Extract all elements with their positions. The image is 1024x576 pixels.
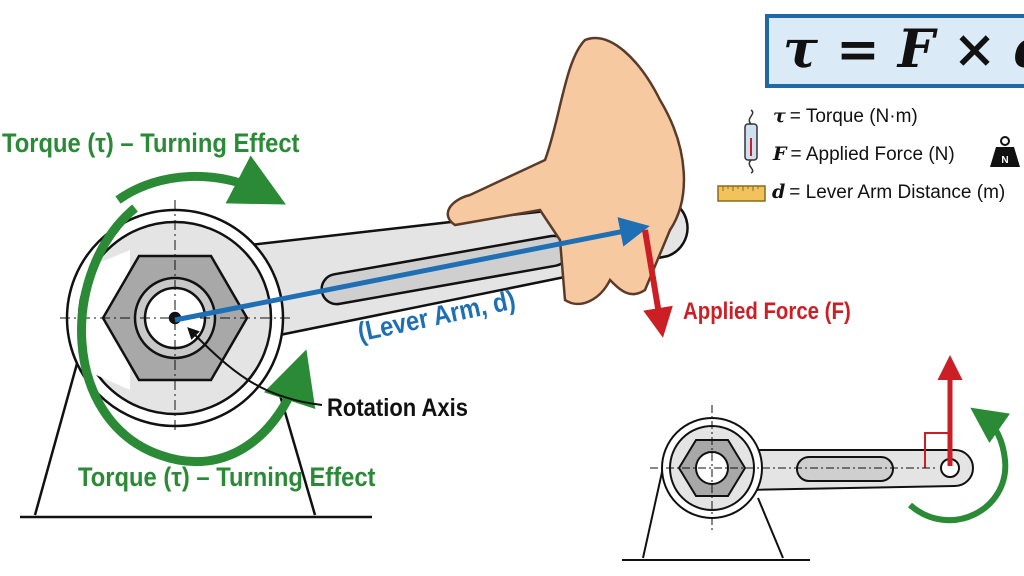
applied-force-label: Applied Force (F)	[683, 298, 851, 325]
legend-symbol: F	[773, 143, 787, 165]
torque-formula: τ = F × d	[783, 19, 1024, 80]
legend-distance: d = Lever Arm Distance (m)	[772, 180, 1005, 204]
lever-arm-arrow	[174, 217, 650, 323]
torque-label-bottom: Torque (τ) – Turning Effect	[78, 462, 376, 492]
rotation-axis-pointer	[187, 327, 323, 406]
legend-text: = Torque (N·m)	[789, 106, 918, 127]
legend-symbol: d	[772, 181, 786, 203]
spring-scale-icon	[744, 109, 758, 174]
formula-box: τ = F × d	[765, 14, 1024, 88]
legend-force: F = Applied Force (N)	[773, 142, 955, 166]
legend-symbol: τ	[773, 105, 786, 127]
torque-arrow-main	[77, 204, 316, 467]
small-wrench-diagram	[622, 405, 974, 561]
legend-text: = Applied Force (N)	[790, 144, 955, 165]
small-torque-arrow	[908, 407, 1011, 524]
support-stand	[20, 359, 372, 519]
legend-text: = Lever Arm Distance (m)	[789, 182, 1006, 203]
torque-arrow-top	[115, 155, 286, 205]
ruler-icon	[717, 185, 766, 202]
weight-icon-label: N	[1001, 155, 1008, 166]
rotation-axis-label: Rotation Axis	[327, 394, 468, 422]
legend-torque: τ = Torque (N·m)	[773, 104, 918, 128]
applied-force-arrow	[642, 229, 673, 338]
torque-label-top: Torque (τ) – Turning Effect	[2, 128, 300, 158]
weight-icon: N	[990, 136, 1020, 167]
